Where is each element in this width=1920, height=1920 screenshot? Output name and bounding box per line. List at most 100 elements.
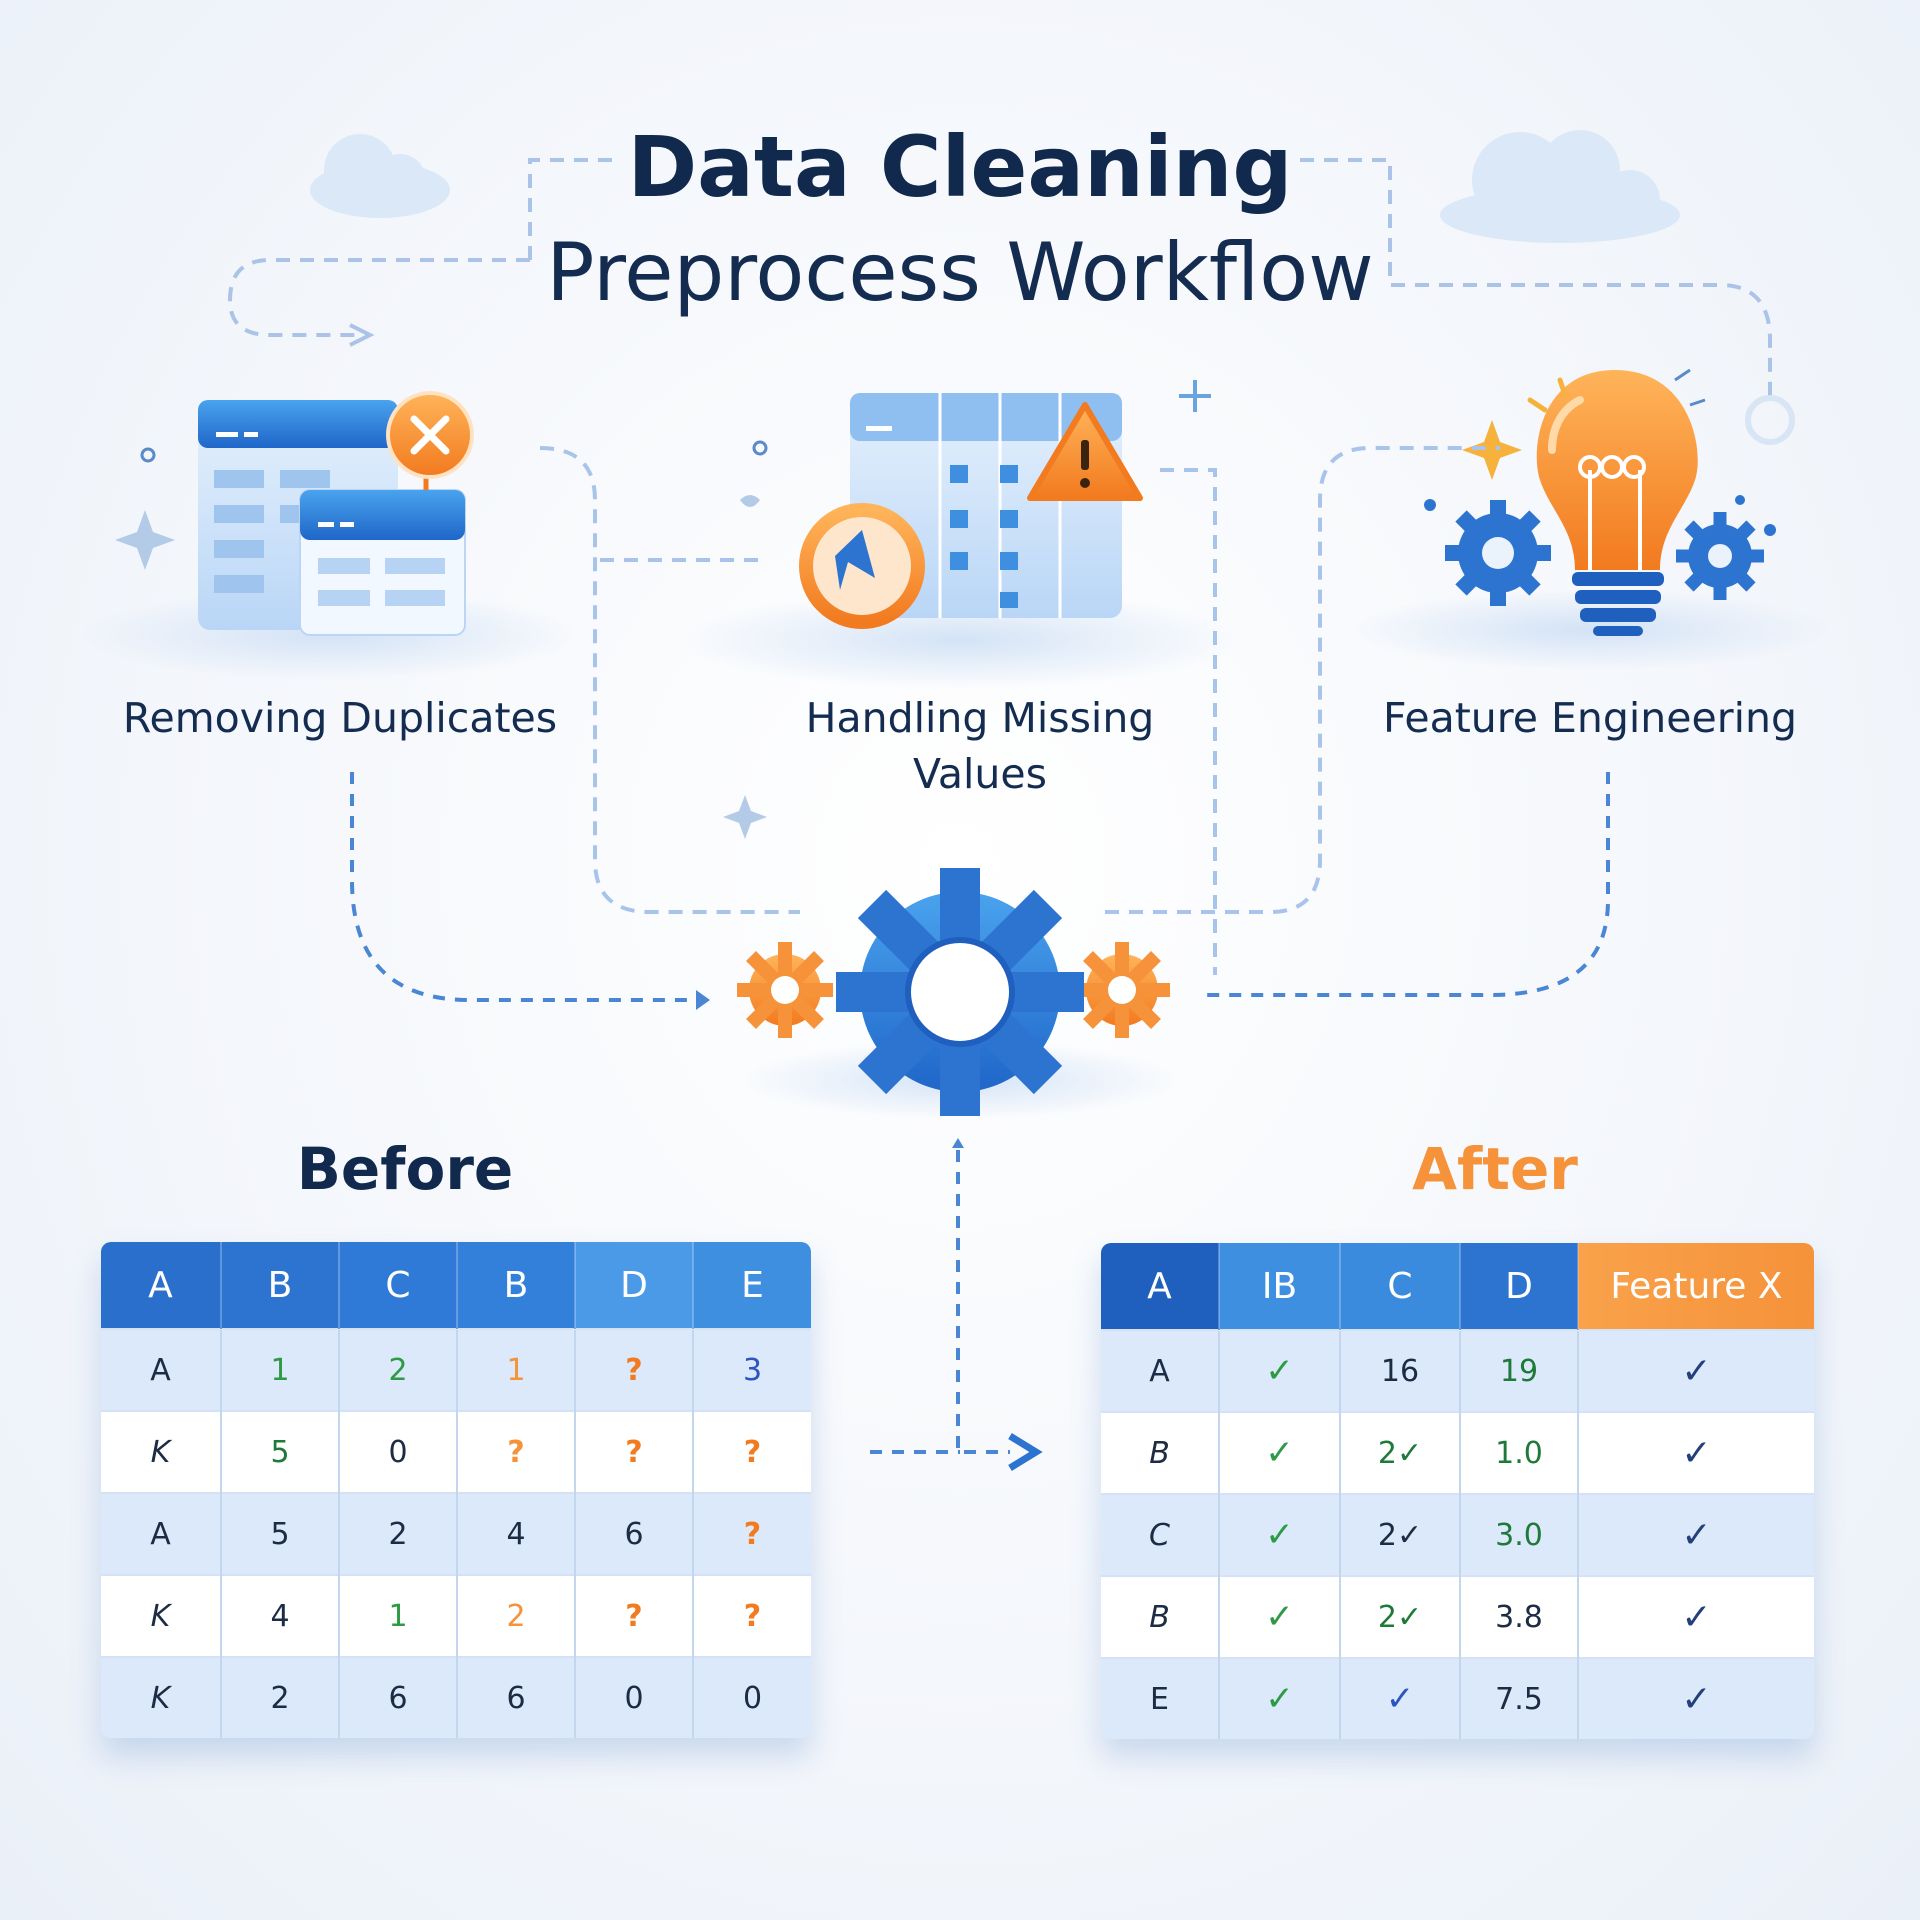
before-table: A B C B D E A 1 2 1 ? 3 K 5 0 ? ? [101, 1242, 811, 1738]
step-label-removing-duplicates: Removing Duplicates [122, 694, 558, 742]
before-cell-missing: ? [457, 1410, 576, 1493]
before-cell: 5 [221, 1410, 340, 1493]
processing-gears-icon [737, 868, 1170, 1116]
after-table-container: A IB C D Feature X A ✓ 16 19 ✓ B ✓ 2✓ 1.… [1101, 1243, 1814, 1739]
table-row: A 5 2 4 6 ? [101, 1492, 811, 1575]
before-table-container: A B C B D E A 1 2 1 ? 3 K 5 0 ? ? [101, 1242, 811, 1738]
before-col-header: B [221, 1242, 340, 1329]
after-col-header: D [1460, 1243, 1579, 1330]
after-cell: 2✓ [1340, 1493, 1461, 1576]
table-row: K 5 0 ? ? ? [101, 1410, 811, 1493]
after-cell: 7.5 [1460, 1657, 1579, 1739]
after-cell: B [1101, 1411, 1220, 1494]
after-cell: 1.0 [1460, 1411, 1579, 1494]
before-col-header: B [457, 1242, 576, 1329]
after-cell-check: ✓ [1578, 1657, 1814, 1739]
before-cell: 2 [339, 1492, 458, 1575]
before-cell: 0 [693, 1656, 811, 1738]
after-cell-check: ✓ [1219, 1411, 1341, 1494]
before-cell: 3 [693, 1328, 811, 1411]
before-cell: 4 [457, 1492, 576, 1575]
before-col-header: D [575, 1242, 694, 1329]
connector-lines [539, 446, 1500, 975]
table-row: A ✓ 16 19 ✓ [1101, 1329, 1814, 1412]
sparkle-icons [115, 510, 767, 839]
before-cell-missing: ? [575, 1410, 694, 1493]
duplicate-tables-icon [198, 391, 474, 636]
after-cell: A [1101, 1329, 1220, 1412]
after-cell-check: ✓ [1578, 1575, 1814, 1658]
after-cell: 3.0 [1460, 1493, 1579, 1576]
before-col-header: A [101, 1242, 222, 1329]
after-cell: E [1101, 1657, 1220, 1739]
after-col-header: A [1101, 1243, 1220, 1330]
before-cell-missing: ? [575, 1574, 694, 1657]
after-cell: 3.8 [1460, 1575, 1579, 1658]
before-cell-missing: ? [575, 1328, 694, 1411]
after-heading: After [1412, 1135, 1578, 1203]
table-row: A 1 2 1 ? 3 [101, 1328, 811, 1411]
after-table-header-row: A IB C D Feature X [1101, 1243, 1814, 1330]
before-cell: 6 [339, 1656, 458, 1738]
before-col-header: C [339, 1242, 458, 1329]
table-row: K 2 6 6 0 0 [101, 1656, 811, 1738]
before-cell: 6 [575, 1492, 694, 1575]
arrow-head-icon [696, 990, 710, 1010]
before-cell: K [101, 1656, 222, 1738]
after-col-header: C [1340, 1243, 1461, 1330]
before-cell: 1 [339, 1574, 458, 1657]
before-cell: K [101, 1410, 222, 1493]
after-cell-check: ✓ [1219, 1493, 1341, 1576]
before-cell: 4 [221, 1574, 340, 1657]
before-cell: 1 [457, 1328, 576, 1411]
after-cell: 2✓ [1340, 1575, 1461, 1658]
before-cell-missing: ? [693, 1492, 811, 1575]
after-table: A IB C D Feature X A ✓ 16 19 ✓ B ✓ 2✓ 1.… [1101, 1243, 1814, 1739]
before-cell: 1 [221, 1328, 340, 1411]
step-label-feature-engineering: Feature Engineering [1383, 694, 1797, 742]
cloud-left-icon [310, 134, 450, 218]
table-row: K 4 1 2 ? ? [101, 1574, 811, 1657]
table-row: B ✓ 2✓ 3.8 ✓ [1101, 1575, 1814, 1658]
table-row: C ✓ 2✓ 3.0 ✓ [1101, 1493, 1814, 1576]
after-col-header: IB [1219, 1243, 1341, 1330]
arrow-right-icon [1008, 1433, 1043, 1471]
after-cell-check: ✓ [1340, 1657, 1461, 1739]
before-cell: 6 [457, 1656, 576, 1738]
before-cell: 2 [221, 1656, 340, 1738]
star-sparkle-icon [1462, 420, 1522, 480]
table-row: B ✓ 2✓ 1.0 ✓ [1101, 1411, 1814, 1494]
after-cell-check: ✓ [1219, 1329, 1341, 1412]
after-cell: 19 [1460, 1329, 1579, 1412]
before-cell: A [101, 1328, 222, 1411]
title-frame-lines [227, 158, 1772, 400]
before-cell: K [101, 1574, 222, 1657]
after-cell-check: ✓ [1578, 1411, 1814, 1494]
before-heading: Before [296, 1135, 514, 1203]
ring-icon [1745, 395, 1795, 445]
before-cell: A [101, 1492, 222, 1575]
missing-values-table-icon [740, 393, 1143, 629]
cloud-right-icon [1440, 130, 1680, 243]
after-cell-check: ✓ [1219, 1575, 1341, 1658]
after-cell: 16 [1340, 1329, 1461, 1412]
connector-arrows [350, 772, 1610, 1454]
page-subtitle: Preprocess Workflow [546, 226, 1374, 319]
step-label-handling-missing-values: Handling Missing Values [805, 694, 1155, 798]
after-cell: B [1101, 1575, 1220, 1658]
lightbulb-gears-icon [1424, 368, 1776, 636]
arrow-icon [349, 323, 375, 347]
after-cell-check: ✓ [1219, 1657, 1341, 1739]
page-title: Data Cleaning [627, 118, 1293, 216]
before-cell: 0 [339, 1410, 458, 1493]
after-cell-check: ✓ [1578, 1493, 1814, 1576]
after-cell: C [1101, 1493, 1220, 1576]
table-row: E ✓ ✓ 7.5 ✓ [1101, 1657, 1814, 1739]
after-col-header-feature-x: Feature X [1578, 1243, 1814, 1330]
before-col-header: E [693, 1242, 811, 1329]
before-cell: 5 [221, 1492, 340, 1575]
before-cell: 2 [457, 1574, 576, 1657]
before-cell-missing: ? [693, 1410, 811, 1493]
before-cell-missing: ? [693, 1574, 811, 1657]
